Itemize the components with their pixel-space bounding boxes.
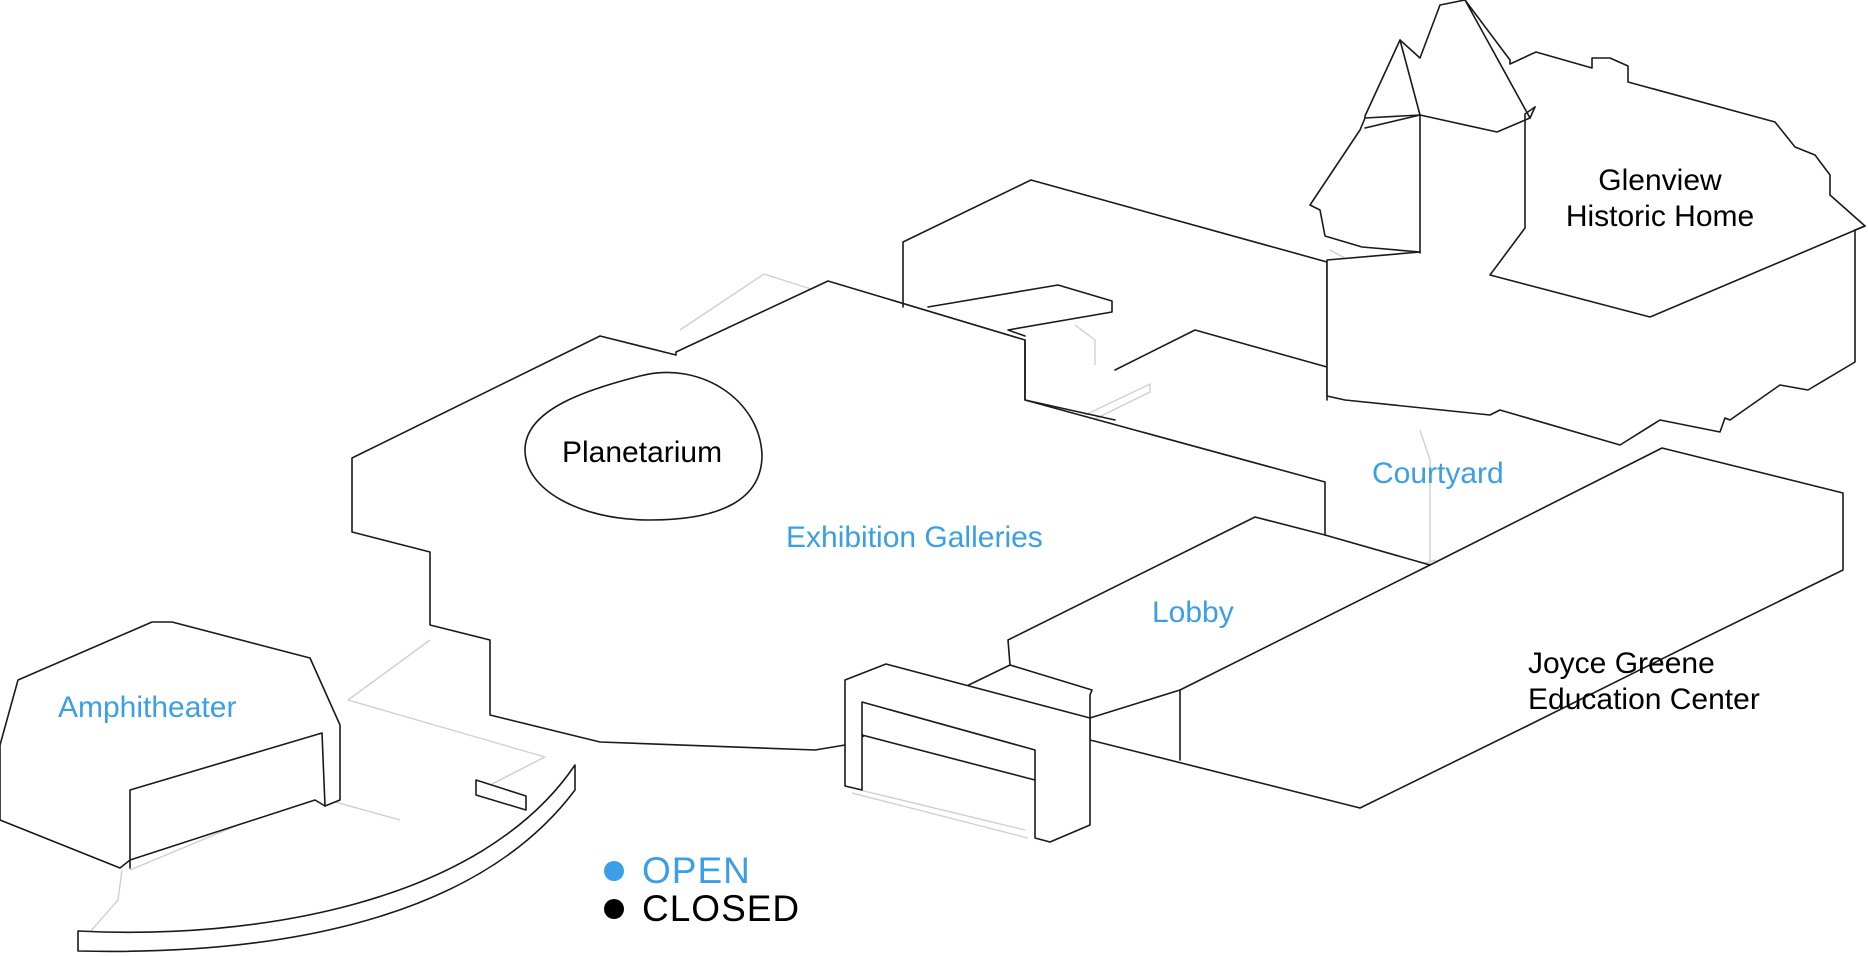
open-dot-icon (604, 861, 624, 881)
glenview-label-line2: Historic Home (1565, 200, 1755, 233)
status-legend: OPEN CLOSED (604, 850, 801, 929)
legend-open-row: OPEN (604, 850, 800, 891)
curved-walkway (77, 764, 576, 953)
lobby-label[interactable]: Lobby (1152, 596, 1234, 629)
lobby-building[interactable] (844, 663, 1091, 843)
courtyard-label[interactable]: Courtyard (1372, 457, 1504, 490)
joyce-label-line2: Education Center (1528, 683, 1760, 716)
amphitheater-building[interactable] (0, 621, 341, 869)
legend-open-label: OPEN (642, 850, 751, 891)
planetarium-dome[interactable] (524, 371, 763, 521)
joyce-greene-education-center-label[interactable]: Joyce Greene Education Center (1528, 646, 1760, 718)
joyce-label-line1: Joyce Greene (1528, 647, 1715, 680)
amphitheater-label[interactable]: Amphitheater (58, 691, 237, 724)
glenview-historic-home-building[interactable] (1309, 0, 1866, 446)
closed-dot-icon (604, 899, 624, 919)
glenview-label-line1: Glenview (1598, 164, 1722, 197)
exhibition-galleries-label[interactable]: Exhibition Galleries (786, 521, 1043, 554)
glenview-historic-home-label[interactable]: Glenview Historic Home (1545, 163, 1775, 235)
legend-closed-label: CLOSED (642, 888, 801, 929)
legend-closed-row: CLOSED (604, 888, 801, 929)
planetarium-label[interactable]: Planetarium (562, 436, 723, 469)
